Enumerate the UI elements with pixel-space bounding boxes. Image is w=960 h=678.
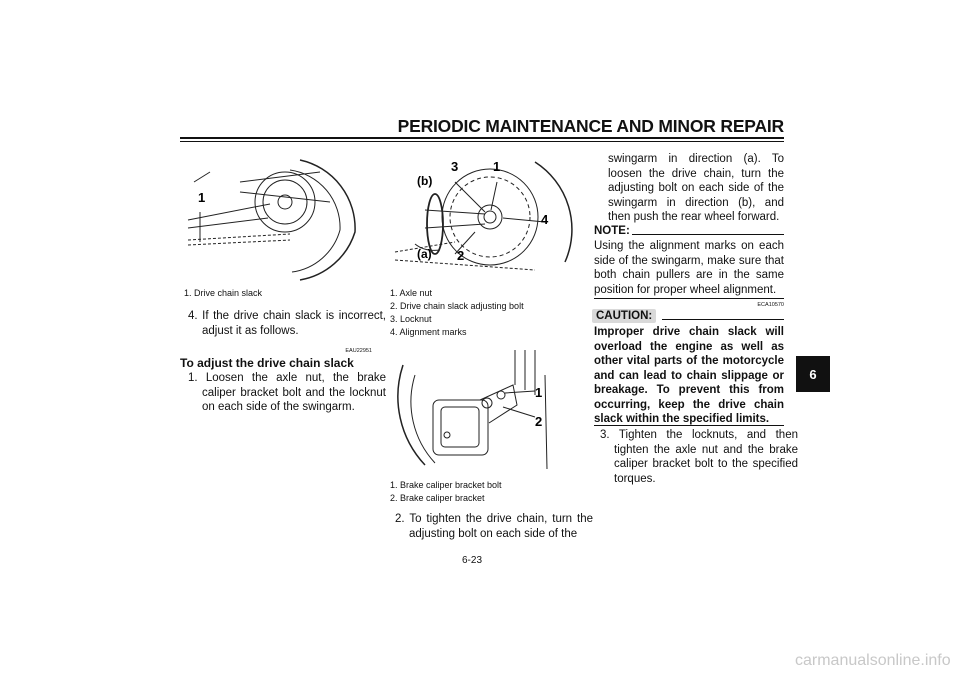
header-rule-thin bbox=[180, 141, 784, 142]
fig3-label-2: 2 bbox=[535, 414, 542, 429]
caption-line: 3. Locknut bbox=[390, 314, 432, 324]
page-number: 6-23 bbox=[462, 555, 483, 566]
chapter-tab[interactable]: 6 bbox=[796, 356, 830, 392]
note-rule bbox=[632, 234, 784, 235]
note-text: Using the alignment marks on each side o… bbox=[594, 240, 784, 296]
note-label: NOTE: bbox=[594, 225, 630, 237]
figure1-caption: 1. Drive chain slack bbox=[184, 287, 262, 300]
step-2-continued: swingarm in direction (a). To loosen the… bbox=[608, 153, 784, 223]
caption-line: 1. Axle nut bbox=[390, 288, 433, 298]
caution-text: Improper drive chain slack will overload… bbox=[594, 326, 784, 425]
fig1-label-1: 1 bbox=[198, 190, 205, 205]
step-3: 3. Tighten the locknuts, and then tighte… bbox=[600, 429, 798, 485]
figure2-caption: 1. Axle nut 2. Drive chain slack adjusti… bbox=[390, 287, 524, 339]
chapter-number: 6 bbox=[809, 366, 817, 382]
caption-line: 2. Drive chain slack adjusting bolt bbox=[390, 301, 524, 311]
fig3-label-1: 1 bbox=[535, 385, 542, 400]
fig2-label-b: (b) bbox=[417, 174, 432, 188]
fig2-label-3: 3 bbox=[451, 159, 458, 174]
watermark: carmanualsonline.info bbox=[795, 652, 951, 669]
figure-axle-adjuster: 3 1 (b) 4 (a) 2 bbox=[394, 159, 573, 271]
page-title: PERIODIC MAINTENANCE AND MINOR REPAIR bbox=[397, 116, 785, 136]
note-end-rule bbox=[594, 298, 784, 299]
caption-line: 1. Brake caliper bracket bolt bbox=[390, 480, 502, 490]
doc-code: ECA10570 bbox=[757, 302, 784, 308]
figure-brake-caliper: 1 2 bbox=[397, 350, 548, 470]
step-4: 4. If the drive chain slack is incorrect… bbox=[188, 310, 386, 337]
caption-line: 4. Alignment marks bbox=[390, 327, 467, 337]
caution-end-rule bbox=[594, 425, 784, 426]
step-1: 1. Loosen the axle nut, the brake calipe… bbox=[188, 372, 386, 413]
figure3-caption: 1. Brake caliper bracket bolt 2. Brake c… bbox=[390, 479, 502, 505]
fig2-label-a: (a) bbox=[417, 247, 432, 261]
caption-line: 1. Drive chain slack bbox=[184, 288, 263, 298]
caution-rule bbox=[662, 319, 784, 320]
fig2-label-4: 4 bbox=[541, 212, 549, 227]
fig2-label-1: 1 bbox=[493, 159, 500, 174]
section-heading: To adjust the drive chain slack bbox=[180, 356, 354, 370]
caution-badge: CAUTION: bbox=[592, 309, 657, 323]
header-rule bbox=[180, 137, 784, 139]
figure-drive-chain-slack: 1 bbox=[187, 159, 356, 281]
step-2: 2. To tighten the drive chain, turn the … bbox=[395, 513, 593, 540]
caption-line: 2. Brake caliper bracket bbox=[390, 493, 485, 503]
fig2-label-2: 2 bbox=[457, 248, 464, 263]
doc-code: EAU22951 bbox=[345, 348, 372, 354]
